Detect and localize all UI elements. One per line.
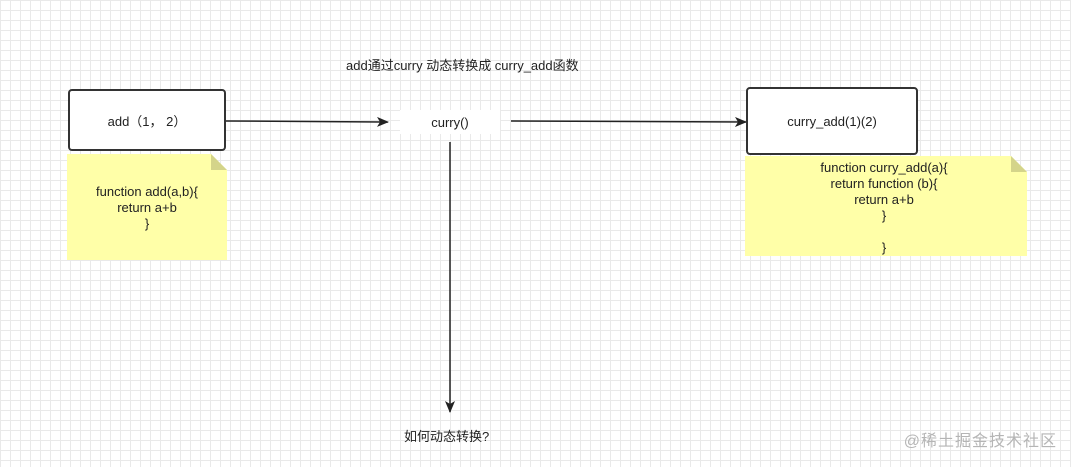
code-line: return a+b xyxy=(117,200,177,215)
note-shape xyxy=(67,154,227,260)
add-code-text: function add(a,b){ return a+b } xyxy=(67,184,227,232)
note-shape xyxy=(745,156,1027,256)
code-line xyxy=(741,224,1027,240)
code-line: return a+b xyxy=(854,192,914,207)
curry-add-node[interactable]: curry_add(1)(2) xyxy=(746,87,918,155)
curry-node-label: curry() xyxy=(431,114,469,130)
code-line: function curry_add(a){ xyxy=(820,160,948,175)
curry-add-code-text: function curry_add(a){ return function (… xyxy=(741,160,1027,256)
arrow-curry-to-curry-add xyxy=(510,116,747,127)
curry-add-node-label: curry_add(1)(2) xyxy=(787,113,877,129)
curry-node[interactable]: curry() xyxy=(400,110,500,134)
code-line: } xyxy=(881,208,887,223)
arrow-add-to-curry xyxy=(225,116,389,127)
watermark: @稀土掘金技术社区 xyxy=(903,433,1057,450)
code-line: } xyxy=(881,240,887,255)
add-node[interactable]: add（1， 2） xyxy=(68,89,226,151)
code-line: } xyxy=(144,216,150,231)
diagram-title: add通过curry 动态转换成 curry_add函数 xyxy=(346,58,579,73)
question-label[interactable]: 如何动态转换? xyxy=(404,429,490,444)
add-code-note[interactable]: function add(a,b){ return a+b } xyxy=(67,154,227,260)
add-node-label: add（1， 2） xyxy=(107,113,187,129)
curry-add-code-note[interactable]: function curry_add(a){ return function (… xyxy=(745,156,1027,256)
code-line: return function (b){ xyxy=(830,176,938,191)
code-line: function add(a,b){ xyxy=(96,184,198,199)
